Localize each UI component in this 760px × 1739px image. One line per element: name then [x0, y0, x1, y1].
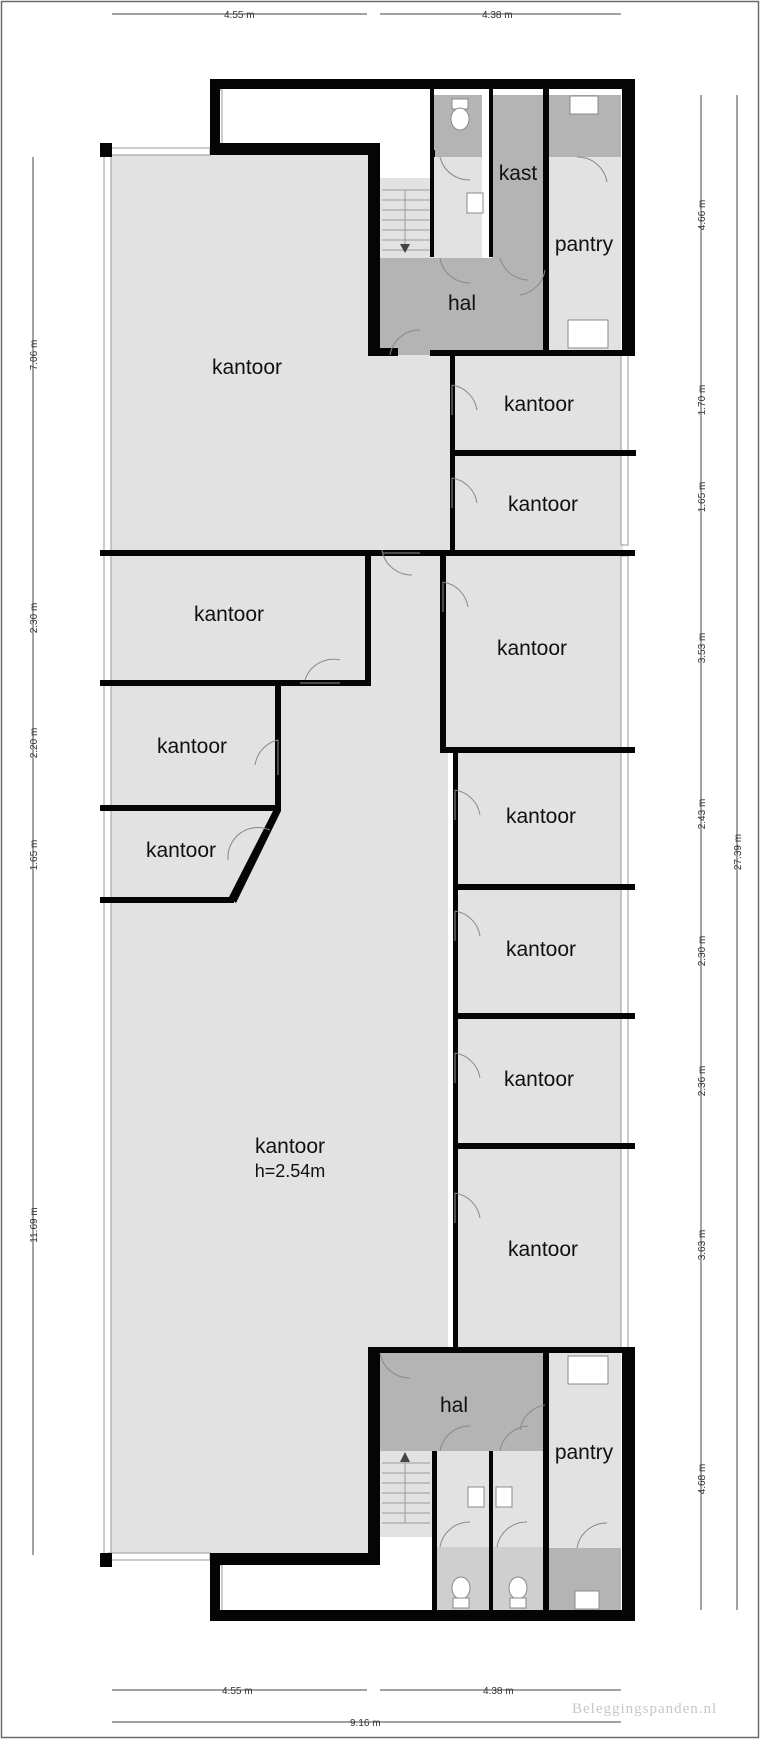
dim-right-total: 27.39 m	[733, 834, 744, 870]
fixtures	[450, 95, 609, 1610]
kitchen-sink-icon	[567, 1355, 609, 1385]
dimensions: 4.55 m 4.38 m 4.55 m 4.38 m 9.16 m 7.06 …	[29, 10, 744, 1729]
sink-icon	[467, 1486, 485, 1508]
dim-left-3: 2.20 m	[29, 728, 40, 759]
room-label-kantoor-l2: kantoor	[157, 735, 227, 758]
toilet-icon	[450, 107, 470, 131]
room-label-kantoor-r6: kantoor	[504, 1068, 574, 1091]
dim-right-8: 3.63 m	[697, 1230, 708, 1261]
walls	[100, 79, 636, 1621]
sink-icon	[569, 95, 599, 115]
room-label-kantoor-main: kantoor	[212, 356, 282, 379]
sink-icon	[574, 1590, 600, 1610]
staircases	[382, 189, 430, 1524]
dim-right-2: 1.70 m	[697, 385, 708, 416]
dim-left-4: 1.65 m	[29, 840, 40, 871]
dim-right-7: 2.36 m	[697, 1066, 708, 1097]
dim-right-4: 3.53 m	[697, 633, 708, 664]
room-label-kantoor-r4: kantoor	[506, 805, 576, 828]
room-label-kantoor-l3: kantoor	[146, 839, 216, 862]
dim-top-left: 4.55 m	[224, 10, 255, 21]
dim-right-1: 4.66 m	[697, 200, 708, 231]
dim-top-right: 4.38 m	[482, 10, 513, 21]
room-label-kantoor-l1: kantoor	[194, 603, 264, 626]
sink-icon	[495, 1486, 513, 1508]
room-label-pantry-bottom: pantry	[555, 1441, 614, 1464]
room-label-kast: kast	[499, 162, 538, 185]
dim-right-5: 2.43 m	[697, 799, 708, 830]
toilet-icon	[452, 1597, 470, 1609]
dim-left-1: 7.06 m	[29, 340, 40, 371]
dim-left-2: 2.30 m	[29, 603, 40, 634]
dim-right-6: 2.30 m	[697, 936, 708, 967]
room-label-kantoor-r7: kantoor	[508, 1238, 578, 1261]
dim-right-3: 1.65 m	[697, 482, 708, 513]
dim-right-9: 4.68 m	[697, 1464, 708, 1495]
sink-icon	[466, 192, 484, 214]
dim-left-5: 11.69 m	[29, 1207, 40, 1242]
room-height-label: h=2.54m	[255, 1161, 326, 1181]
dim-bottom-total: 9.16 m	[350, 1718, 381, 1729]
room-label-hal-top: hal	[448, 292, 476, 315]
room-label-kantoor-r3: kantoor	[497, 637, 567, 660]
toilet-icon	[509, 1597, 527, 1609]
dim-bottom-left: 4.55 m	[222, 1686, 253, 1697]
room-label-hal-bottom: hal	[440, 1394, 468, 1417]
doors	[227, 156, 608, 1549]
room-label-kantoor-large: kantoor	[255, 1135, 325, 1158]
room-label-kantoor-r5: kantoor	[506, 938, 576, 961]
kitchen-sink-icon	[567, 319, 609, 349]
room-label-pantry-top: pantry	[555, 233, 614, 256]
dim-bottom-right: 4.38 m	[483, 1686, 514, 1697]
toilet-icon	[508, 1576, 528, 1600]
watermark-text: Beleggingspanden.nl	[572, 1701, 717, 1717]
toilet-icon	[451, 1576, 471, 1600]
room-labels: kantoor kantoor h=2.54m kantoor kantoor …	[146, 162, 614, 1464]
room-label-kantoor-r2: kantoor	[508, 493, 578, 516]
room-label-kantoor-r1: kantoor	[504, 393, 574, 416]
